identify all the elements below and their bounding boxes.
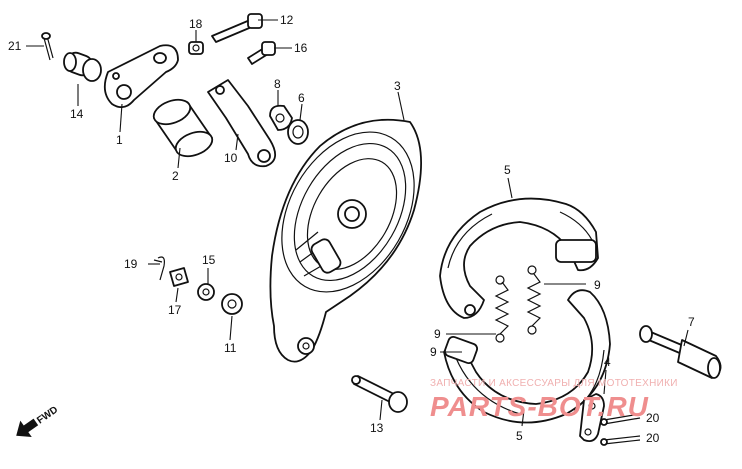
part-5-brake-shoe-lower [443, 289, 611, 424]
fwd-label: FWD [35, 404, 60, 426]
part-4-link-plate [579, 393, 605, 443]
part-5-brake-shoe-upper [439, 197, 599, 319]
part-10-arm-link [207, 79, 276, 168]
part-7-cam-shaft [639, 325, 722, 379]
part-9-spring-left [494, 275, 510, 343]
part-15-washer [197, 283, 215, 301]
part-20-screw-upper [600, 413, 641, 426]
label-17: 17 [168, 303, 182, 317]
label-20-lower: 20 [646, 431, 660, 445]
label-1: 1 [116, 133, 123, 147]
part-13-bolt [351, 375, 408, 413]
label-3: 3 [394, 79, 401, 93]
part-18-nut [188, 41, 204, 55]
label-5-upper: 5 [504, 163, 511, 177]
part-12-long-bolt [211, 13, 263, 43]
label-11: 11 [224, 341, 237, 355]
part-16-short-bolt [247, 41, 276, 65]
label-8: 8 [274, 77, 281, 91]
label-16: 16 [294, 41, 308, 55]
label-12: 12 [280, 13, 294, 27]
label-15: 15 [202, 253, 216, 267]
label-5-lower: 5 [516, 429, 523, 443]
label-9-left: 9 [434, 327, 441, 341]
part-3-brake-panel [269, 118, 422, 363]
label-20-upper: 20 [646, 411, 660, 425]
watermark-site: PARTS-BOT.RU [430, 391, 649, 422]
part-1-brake-arm [103, 44, 179, 109]
label-4: 4 [604, 355, 611, 369]
part-labels: 21 14 1 2 18 12 16 10 8 6 3 5 9 9 9 7 4 … [8, 13, 695, 445]
part-9-spring-right [526, 265, 542, 335]
label-18: 18 [189, 17, 203, 31]
label-9-right: 9 [594, 278, 601, 292]
part-21-cotter-pin [41, 32, 54, 61]
part-19-clip [153, 256, 165, 281]
part-17-castle-nut [169, 267, 189, 287]
fwd-indicator: FWD [16, 404, 60, 438]
label-21: 21 [8, 39, 22, 53]
part-6-seal-ring [287, 119, 309, 145]
label-14: 14 [70, 107, 84, 121]
label-19: 19 [124, 257, 138, 271]
fwd-arrow-icon [16, 418, 39, 438]
label-6: 6 [298, 91, 305, 105]
label-2: 2 [172, 169, 179, 183]
label-9-lower: 9 [430, 345, 437, 359]
watermark-tagline: ЗАПЧАСТИ И АКСЕССУАРЫ ДЛЯ МОТОТЕХНИКИ [430, 378, 678, 389]
part-20-screw-lower [600, 435, 641, 446]
part-8-indicator-plate [269, 104, 293, 131]
part-2-cam-sleeve [152, 98, 214, 158]
label-10: 10 [224, 151, 238, 165]
watermark: ЗАПЧАСТИ И АКСЕССУАРЫ ДЛЯ МОТОТЕХНИКИ PA… [430, 378, 678, 422]
leader-lines [26, 19, 689, 427]
label-13: 13 [370, 421, 384, 435]
part-14-pin-joint [63, 51, 102, 82]
label-7: 7 [688, 315, 695, 329]
part-11-washer [221, 293, 243, 315]
